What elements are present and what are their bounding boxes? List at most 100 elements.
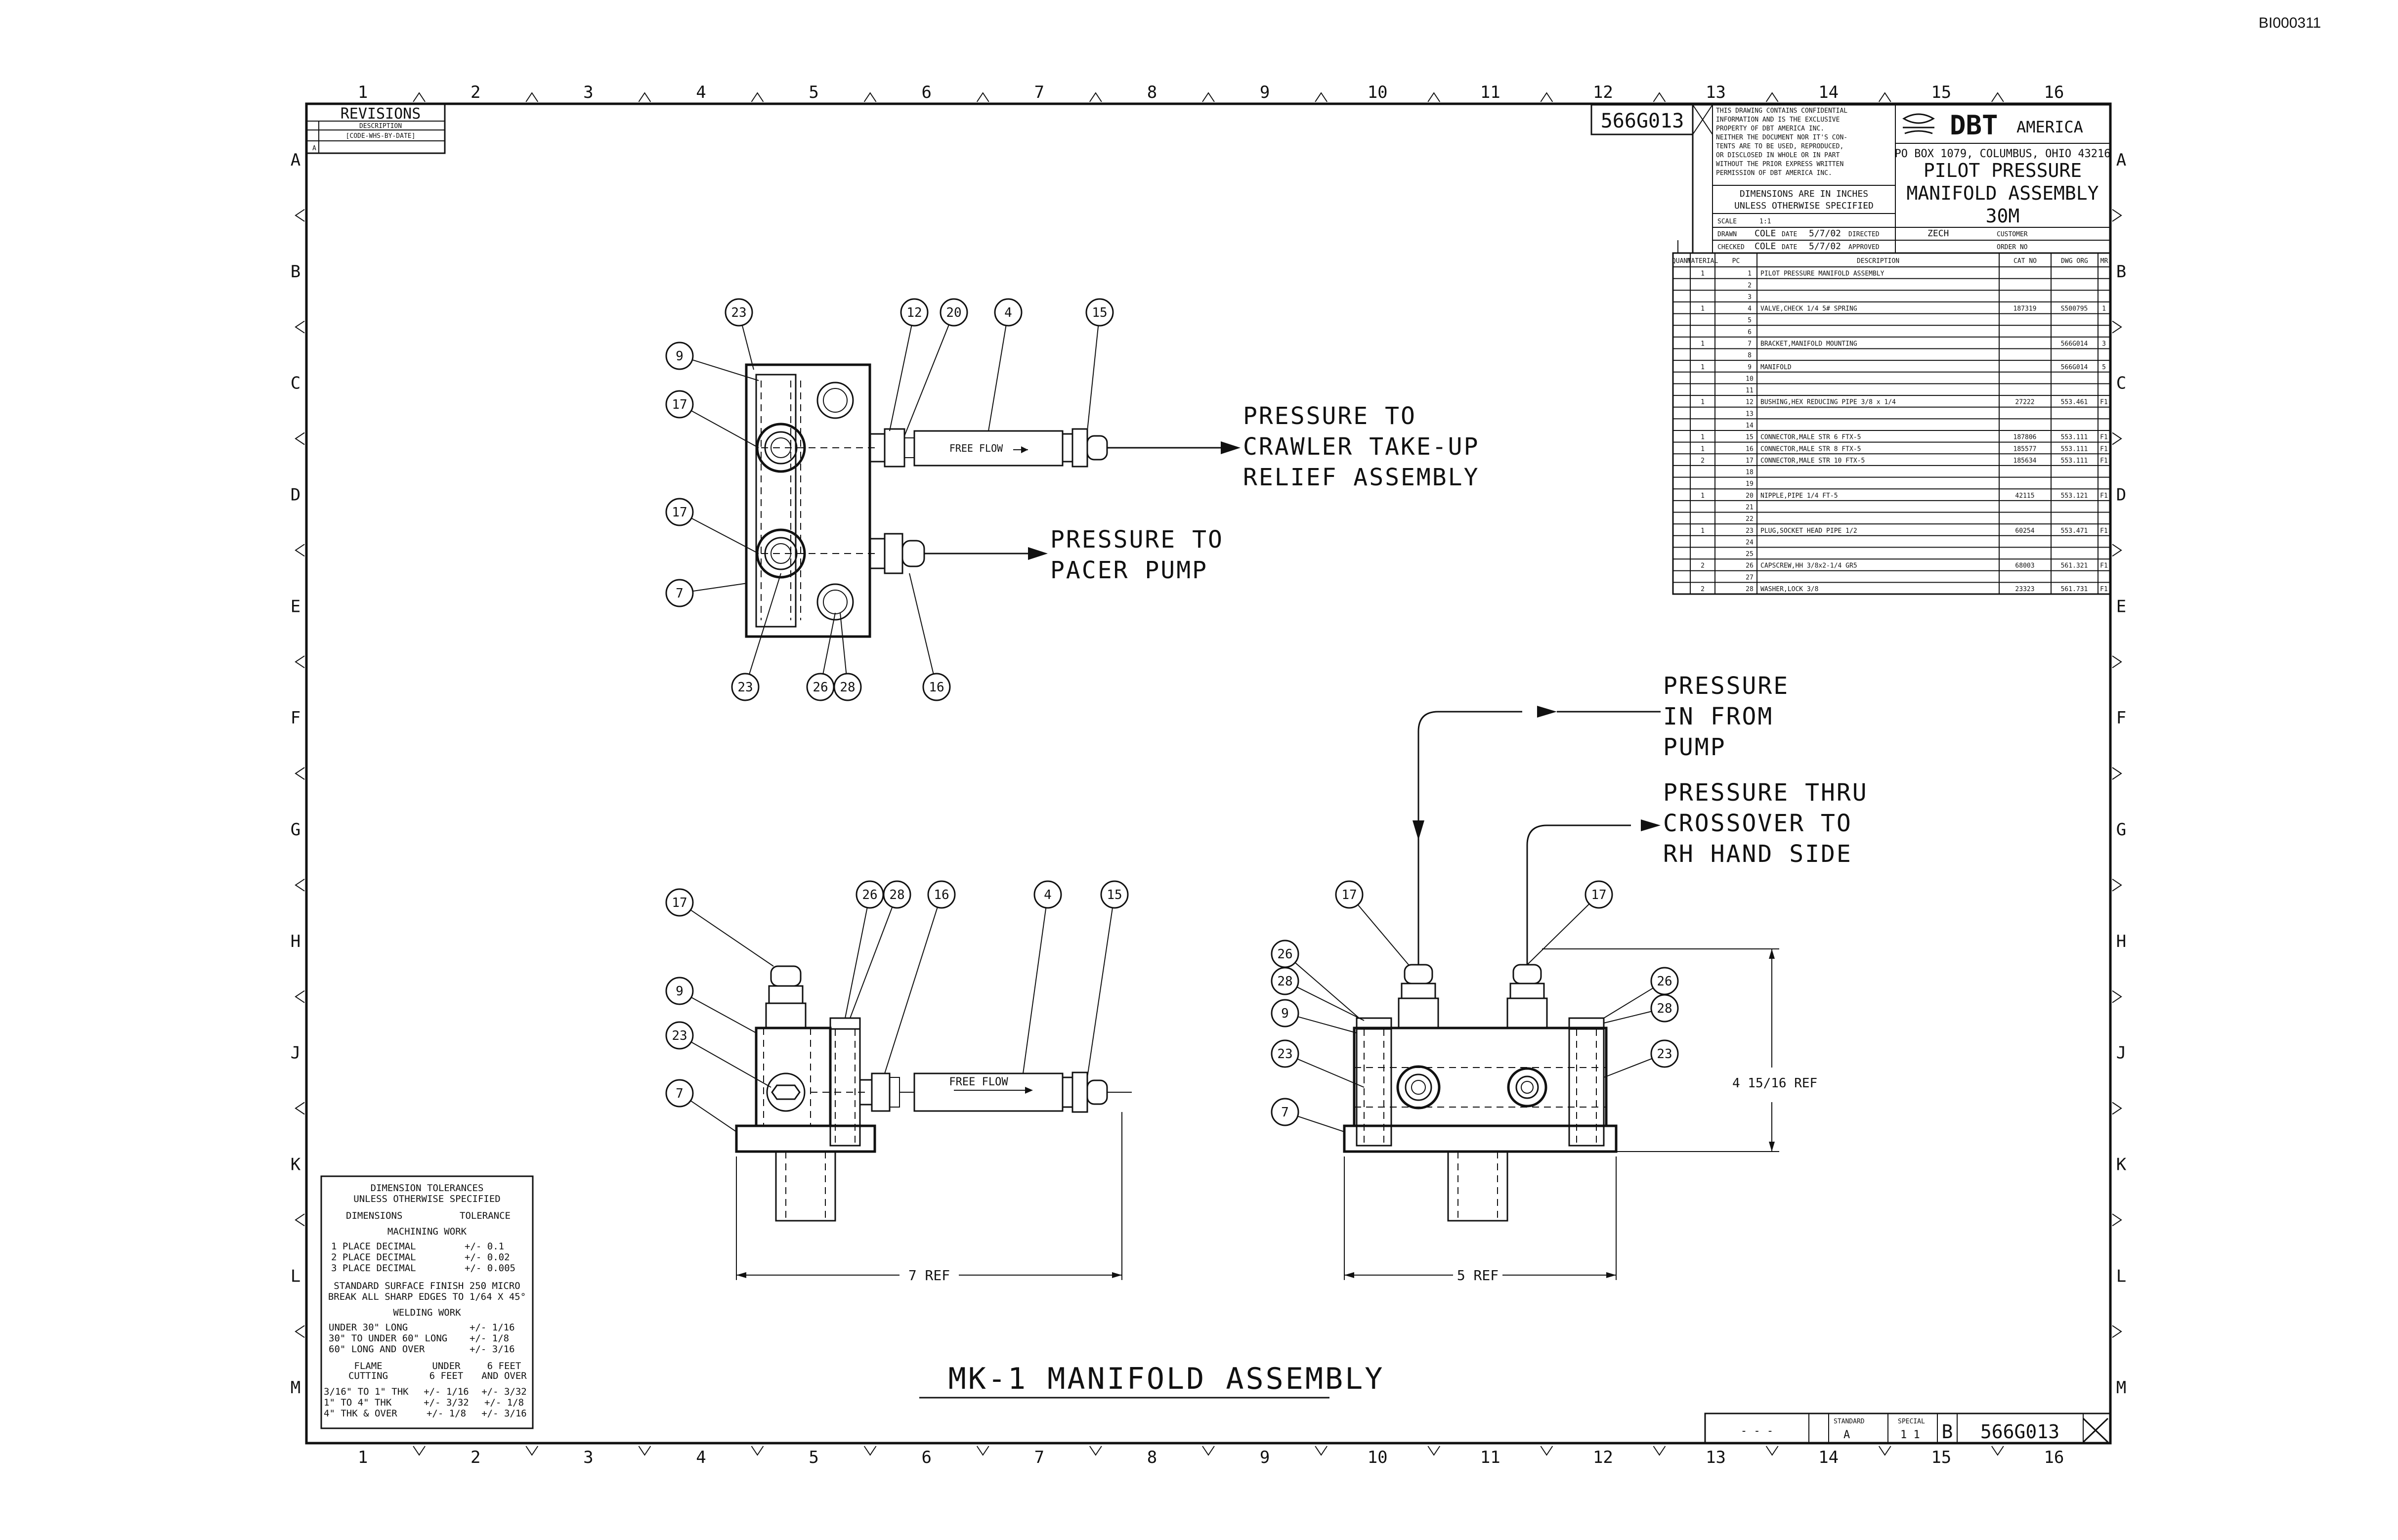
bom-description: NIPPLE,PIPE 1/4 FT-5 xyxy=(1760,492,1838,500)
bom-cat-no: 60254 xyxy=(2015,527,2034,535)
zone-row-left-H: H xyxy=(291,932,300,951)
revisions-title: REVISIONS xyxy=(341,105,421,123)
bom-cat-no: 27222 xyxy=(2015,399,2034,406)
zone-row-right-C: C xyxy=(2116,374,2126,393)
bom-col-header: DWG ORG xyxy=(2061,257,2088,265)
zone-col-bottom-12: 12 xyxy=(1593,1448,1613,1467)
drawing-title-line-2: MANIFOLD ASSEMBLY xyxy=(1907,182,2099,204)
bom-description: CAPSCREW,HH 3/8x2-1/4 GR5 xyxy=(1760,562,1857,570)
bom-qty: 1 xyxy=(1701,527,1705,535)
zone-row-right-K: K xyxy=(2116,1155,2127,1174)
tol-flame-h3: 6 FEET xyxy=(487,1361,521,1371)
company-address: PO BOX 1079, COLUMBUS, OHIO 43216 xyxy=(1894,148,2110,160)
zone-row-left-L: L xyxy=(291,1266,300,1286)
bom-row: 24 xyxy=(1673,539,2110,548)
bom-pc: 16 xyxy=(1746,445,1754,453)
bom-mr: F1 xyxy=(2100,434,2108,441)
balloon-number: 23 xyxy=(737,680,753,695)
checked-date: 5/7/02 xyxy=(1809,241,1841,252)
confidential-line: PERMISSION OF DBT AMERICA INC. xyxy=(1716,170,1832,177)
balloon-17: 17 xyxy=(1335,880,1409,965)
note-pressure-thru-line-3: RH HAND SIDE xyxy=(1663,840,1852,868)
bom-cat-no: 185577 xyxy=(2013,445,2037,453)
engineer-label: DIRECTED xyxy=(1848,231,1880,238)
zone-row-left-D: D xyxy=(291,485,300,505)
balloon-number: 7 xyxy=(676,1086,684,1101)
approved-label: APPROVED xyxy=(1848,244,1880,251)
balloon-16: 16 xyxy=(884,880,956,1074)
balloon-number: 26 xyxy=(862,888,877,902)
bom-mr: F1 xyxy=(2100,457,2108,465)
bom-col-header: DESCRIPTION xyxy=(1857,257,1899,265)
bom-pc: 13 xyxy=(1746,410,1754,418)
scale-label: SCALE xyxy=(1717,218,1737,225)
dimension-7-ref: 7 REF xyxy=(908,1267,950,1283)
zone-col-bottom-7: 7 xyxy=(1034,1448,1044,1467)
bottom-special: SPECIAL xyxy=(1898,1418,1925,1425)
side-view: FREE FLOW xyxy=(735,965,1132,1280)
dimensions-note-2: UNLESS OTHERWISE SPECIFIED xyxy=(1734,201,1874,211)
bom-dwg: 566G014 xyxy=(2061,364,2088,371)
customer-label: CUSTOMER xyxy=(1997,231,2028,238)
bom-pc: 20 xyxy=(1746,492,1754,500)
bom-qty: 2 xyxy=(1701,586,1705,593)
bom-row: 3 xyxy=(1673,294,2110,302)
tol-col-tolerance: TOLERANCE xyxy=(460,1210,511,1221)
zone-col-bottom-8: 8 xyxy=(1147,1448,1157,1467)
bom-row: 10 xyxy=(1673,375,2110,385)
bom-pc: 6 xyxy=(1748,329,1752,336)
balloon-26: 26 xyxy=(845,880,884,1019)
drawing-title-line-1: PILOT PRESSURE xyxy=(1924,160,2082,181)
bom-pc: 5 xyxy=(1748,317,1752,324)
zone-col-bottom-11: 11 xyxy=(1480,1448,1500,1467)
bom-qty: 1 xyxy=(1701,305,1705,313)
zone-row-left-C: C xyxy=(291,374,300,393)
balloon-number: 15 xyxy=(1092,305,1107,320)
balloon-number: 17 xyxy=(1341,888,1357,902)
bom-qty: 1 xyxy=(1701,399,1705,406)
balloon-number: 28 xyxy=(1277,974,1292,989)
bom-pc: 4 xyxy=(1748,305,1752,313)
bom-description: CONNECTOR,MALE STR 10 FTX-5 xyxy=(1760,457,1865,465)
scale-value: 1:1 xyxy=(1759,218,1771,225)
confidential-line: OR DISCLOSED IN WHOLE OR IN PART xyxy=(1716,152,1840,159)
balloon-9: 9 xyxy=(665,342,759,381)
tol-flame-over-6ft: +/- 3/32 xyxy=(481,1386,527,1397)
balloon-number: 28 xyxy=(1657,1001,1672,1016)
checked-date-label: DATE xyxy=(1782,244,1797,251)
zone-row-right-A: A xyxy=(2116,150,2126,170)
bom-pc: 23 xyxy=(1746,527,1754,535)
note-pressure-thru-line-2: CROSSOVER TO xyxy=(1663,810,1852,837)
balloon-number: 26 xyxy=(1657,974,1672,989)
bom-description: BRACKET,MANIFOLD MOUNTING xyxy=(1760,341,1857,348)
drawing-number-top: 566G013 xyxy=(1601,110,1684,132)
bom-qty: 1 xyxy=(1701,270,1705,278)
zone-row-left-G: G xyxy=(291,820,300,840)
bom-pc: 3 xyxy=(1748,294,1752,301)
balloon-23: 23 xyxy=(725,298,754,370)
balloon-17: 17 xyxy=(1527,880,1613,965)
balloon-number: 16 xyxy=(934,888,949,902)
zone-row-right-L: L xyxy=(2116,1266,2126,1286)
bom-cat-no: 187319 xyxy=(2013,305,2037,313)
drawing-number-bottom: 566G013 xyxy=(1980,1421,2059,1443)
zone-col-bottom-4: 4 xyxy=(696,1448,706,1467)
tol-flame-under-6ft: +/- 3/32 xyxy=(424,1397,469,1408)
tol-machining-rows: 1 PLACE DECIMAL+/- 0.12 PLACE DECIMAL+/-… xyxy=(331,1241,515,1274)
drawn-by: COLE xyxy=(1755,228,1776,239)
zone-row-left-E: E xyxy=(291,597,300,616)
bom-dwg: 553.111 xyxy=(2061,434,2088,441)
tol-weld-value: +/- 1/8 xyxy=(470,1333,509,1344)
drawing-border xyxy=(305,102,2112,1445)
zone-row-right-J: J xyxy=(2116,1043,2126,1063)
bom-dwg: 553.111 xyxy=(2061,445,2088,453)
bom-pc: 27 xyxy=(1746,574,1754,581)
balloon-23: 23 xyxy=(731,573,781,701)
bom-pc: 26 xyxy=(1746,562,1754,570)
bom-row: 19 xyxy=(1673,480,2110,490)
